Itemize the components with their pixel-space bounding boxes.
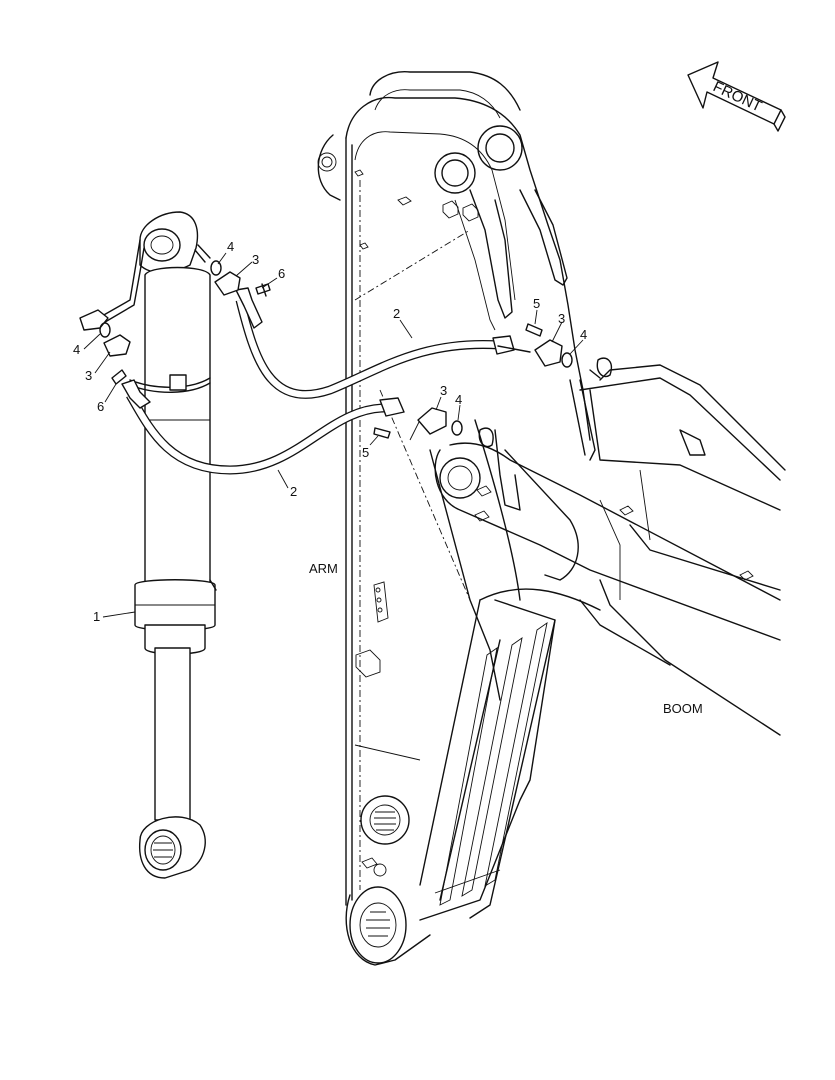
o-rings [99,260,573,436]
callout-5-right: 5 [533,296,540,311]
hydraulic-cylinder [129,211,217,879]
hose-upper [235,298,501,399]
front-arrow-icon: FRONT [687,61,786,132]
hose-fittings [121,287,515,417]
arm-structure: ARM [309,71,591,966]
callout-numbers: 1 2 2 3 3 3 3 4 4 4 4 5 5 6 6 [73,239,587,624]
flange-clamps [103,271,563,435]
flange-clamp-top [214,271,241,296]
callout-1: 1 [93,609,100,624]
callout-5-mid: 5 [362,445,369,460]
arm-label: ARM [309,561,338,576]
callout-2-lower: 2 [290,484,297,499]
callout-3-top: 3 [252,252,259,267]
flange-clamp-mid [417,407,447,435]
boom-label: BOOM [663,701,703,716]
flange-clamp-right [534,339,563,367]
callout-4-top: 4 [227,239,234,254]
callout-6-top: 6 [278,266,285,281]
callout-3-mid: 3 [440,383,447,398]
callout-4-right: 4 [580,327,587,342]
callout-4-left: 4 [73,342,80,357]
bolts [111,283,543,439]
callout-4-mid: 4 [455,392,462,407]
callout-leaders [83,252,584,618]
callout-3-right: 3 [558,311,565,326]
callout-2-upper: 2 [393,306,400,321]
callout-6-left: 6 [97,399,104,414]
hose-lower [126,392,391,475]
callout-3-left: 3 [85,368,92,383]
flange-clamp-left [103,334,131,357]
front-label: FRONT [710,78,764,115]
boom-structure: BOOM [434,357,786,736]
